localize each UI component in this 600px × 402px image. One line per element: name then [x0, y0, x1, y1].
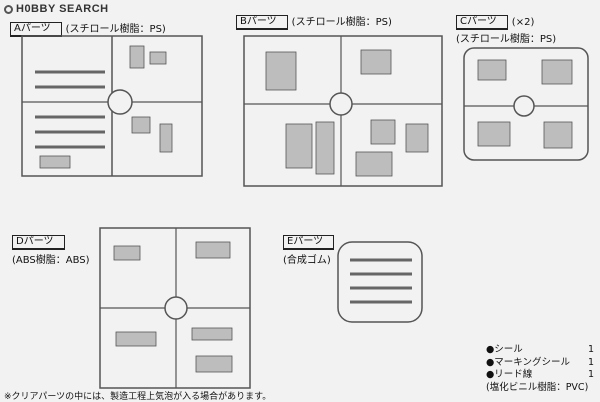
- section-c-tag: Cパーツ: [456, 15, 508, 30]
- section-e-tag: Eパーツ: [283, 235, 335, 250]
- section-b-tag: Bパーツ: [236, 15, 288, 30]
- section-b-label: Bパーツ (スチロール樹脂：PS): [236, 15, 392, 30]
- section-d-tag: Dパーツ: [12, 235, 65, 250]
- section-b-material: (スチロール樹脂：PS): [291, 16, 392, 28]
- section-d-label: Dパーツ: [12, 235, 65, 250]
- section-a-material: (スチロール樹脂：PS): [65, 23, 166, 35]
- section-e-material: (合成ゴム): [283, 255, 331, 266]
- legend-row: (塩化ビニル樹脂：PVC): [486, 381, 589, 393]
- watermark-logo: H0BBY SEARCH: [4, 3, 109, 15]
- logo-ring-icon: [4, 4, 13, 14]
- section-c-material: (スチロール樹脂：PS): [456, 34, 557, 45]
- section-e-label: Eパーツ: [283, 235, 335, 250]
- footnote: ※クリアパーツの中には、製造工程上気泡が入る場合があります。: [4, 392, 272, 402]
- section-d-material: (ABS樹脂：ABS): [12, 255, 90, 266]
- section-c-label: Cパーツ (×2): [456, 15, 534, 30]
- sprue-e-diagram: [337, 241, 423, 323]
- sprue-a-diagram: [21, 35, 203, 177]
- logo-text: H0BBY SEARCH: [16, 3, 109, 15]
- sprue-b-diagram: [243, 35, 443, 187]
- sprue-d-diagram: [99, 227, 251, 389]
- section-c-qty: (×2): [511, 16, 535, 28]
- sprue-c-diagram: [463, 47, 589, 161]
